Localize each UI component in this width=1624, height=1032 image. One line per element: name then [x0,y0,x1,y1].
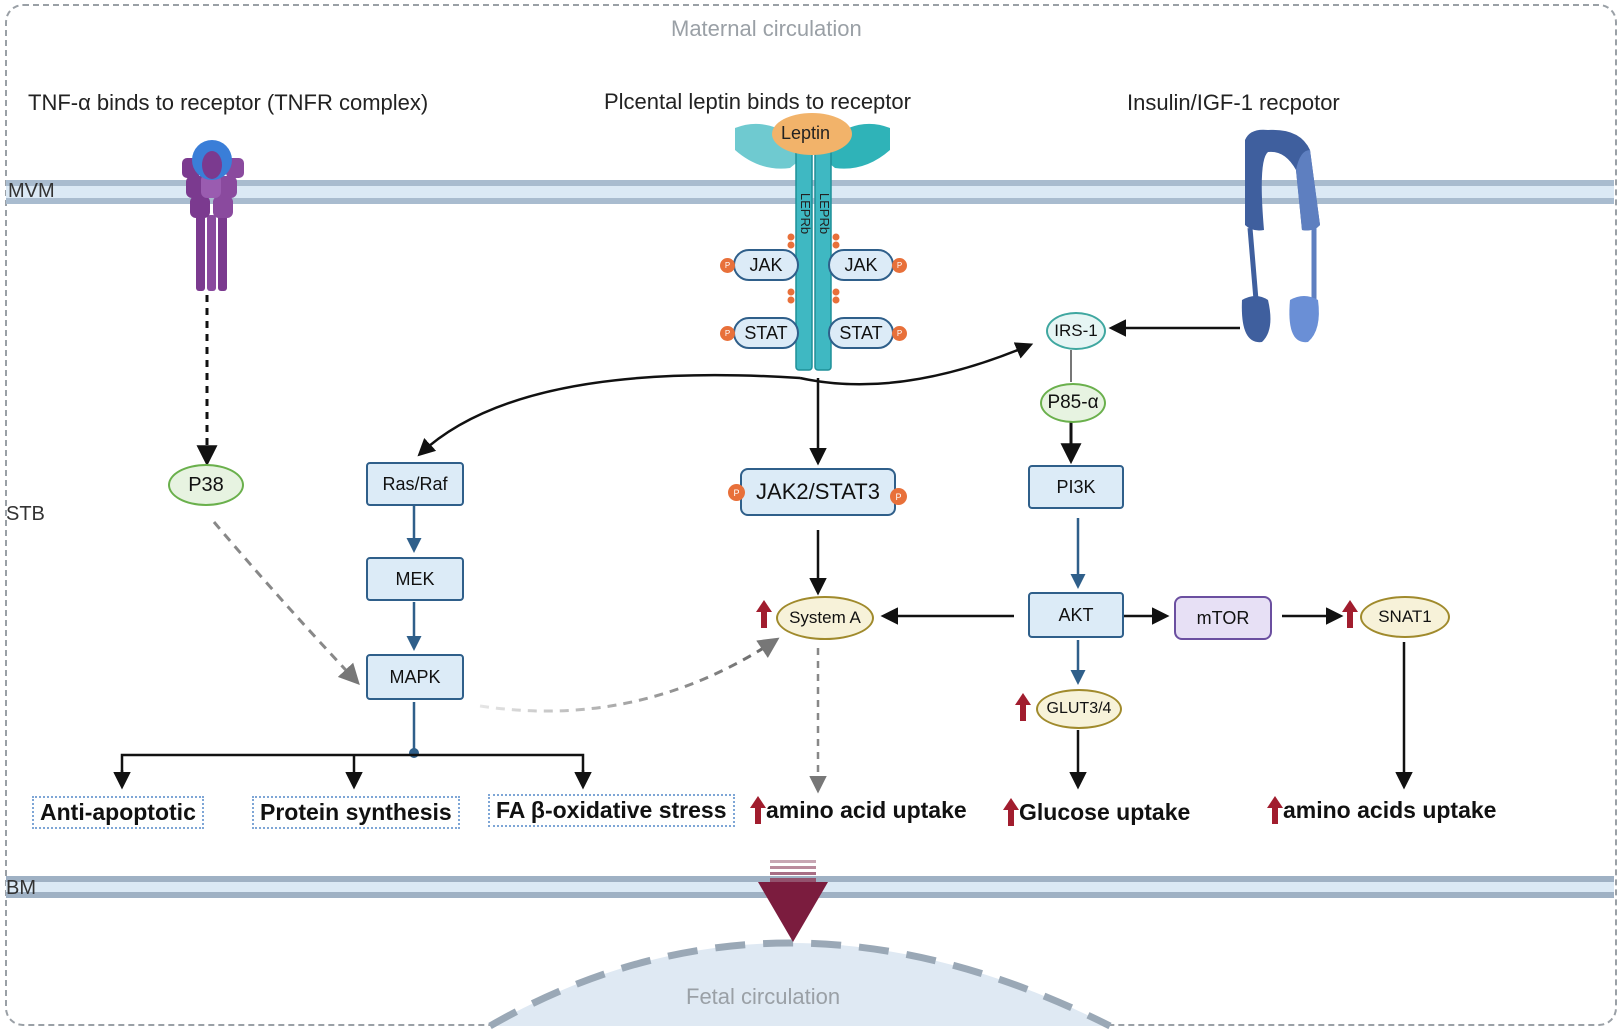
phospho-jak-right: P [892,258,907,273]
stat-left-label: STAT [744,322,788,343]
jak2-stat3-label: JAK2/STAT3 [756,479,880,504]
protein-synthesis-outcome: Protein synthesis [252,796,460,829]
glut-label: GLUT3/4 [1046,700,1112,717]
increase-arrow-icons [756,600,1358,721]
p85-label: P85-α [1047,392,1099,413]
jak-left-label: JAK [749,254,783,275]
phospho-label: P [724,261,731,270]
insulin-receptor-title: Insulin/IGF-1 recpotor [1127,90,1340,115]
glut-node: GLUT3/4 [1036,689,1122,729]
phospho-label: P [896,261,903,270]
fetal-dome-outline [488,939,1112,1030]
bm-transport-arrow [758,860,828,942]
anti-apoptotic-label: Anti-apoptotic [32,796,204,829]
mek-node: MEK [366,557,464,601]
phospho-stat-left: P [720,326,735,341]
mapk-node: MAPK [366,654,464,700]
jak-right-label: JAK [844,254,878,275]
phospho-stat-right: P [892,326,907,341]
stat-right-node: STAT [828,317,894,349]
stat-left-node: STAT [733,317,799,349]
p38-label: P38 [188,473,224,496]
ras-raf-node: Ras/Raf [366,462,464,506]
insulin-receptor-icon [1241,129,1320,343]
jak-right-node: JAK [828,249,894,281]
irs1-label: IRS-1 [1054,321,1098,340]
tnf-receptor-title: TNF-α binds to receptor (TNFR complex) [28,90,429,115]
phospho-label: P [724,329,731,338]
tnfr-receptor-icon [182,140,244,291]
amino-acid-uptake-outcome: amino acid uptake [750,796,967,824]
pi3k-label: PI3K [1056,476,1096,497]
pi3k-node: PI3K [1028,465,1124,509]
system-a-node: System A [776,596,874,640]
glucose-uptake-label: Glucose uptake [1019,798,1191,825]
mapk-label: MAPK [389,666,441,687]
anti-apoptotic-outcome: Anti-apoptotic [32,796,204,829]
amino-acids-uptake-outcome: amino acids uptake [1267,796,1496,824]
phospho-jak2-left: P [728,484,745,501]
p85-node: P85-α [1040,383,1106,423]
system-a-label: System A [789,608,861,627]
stb-label: STB [6,503,45,525]
amino-acid-uptake-label: amino acid uptake [766,796,967,823]
glucose-uptake-outcome: Glucose uptake [1003,798,1190,826]
snat1-node: SNAT1 [1360,596,1450,638]
jak2-stat3-node: JAK2/STAT3 [740,468,896,516]
increase-arrow-icon [1003,798,1019,826]
irs1-node: IRS-1 [1046,312,1106,350]
fa-oxidative-label: FA β-oxidative stress [488,794,735,827]
bm-label: BM [6,877,36,899]
amino-acids-uptake-label: amino acids uptake [1283,796,1497,823]
p38-node: P38 [168,464,244,506]
fetal-circulation-label: Fetal circulation [686,984,841,1009]
phospho-label: P [896,329,903,338]
jak-left-node: JAK [733,249,799,281]
snat1-label: SNAT1 [1378,607,1432,626]
mtor-node: mTOR [1174,596,1272,640]
increase-arrow-icon [750,796,766,824]
maternal-circulation-label: Maternal circulation [671,16,862,41]
mvm-label: MVM [8,180,55,202]
ras-raf-label: Ras/Raf [382,473,448,494]
stat-right-label: STAT [839,322,883,343]
leprb-left-label: LEPRb [798,192,814,235]
protein-synthesis-label: Protein synthesis [252,796,460,829]
phospho-jak2-right: P [890,488,907,505]
fa-oxidative-outcome: FA β-oxidative stress [488,794,735,827]
phospho-label: P [733,487,740,498]
leptin-receptor-title: Plcental leptin binds to receptor [604,89,911,114]
mek-label: MEK [395,568,435,589]
akt-node: AKT [1028,592,1124,638]
increase-arrow-icon [1267,796,1283,824]
akt-label: AKT [1058,604,1094,625]
phospho-label: P [895,491,902,502]
leprb-right-label: LEPRb [817,192,833,235]
leptin-ligand-label: Leptin [781,123,831,143]
mtor-label: mTOR [1196,607,1250,628]
phospho-jak-left: P [720,258,735,273]
